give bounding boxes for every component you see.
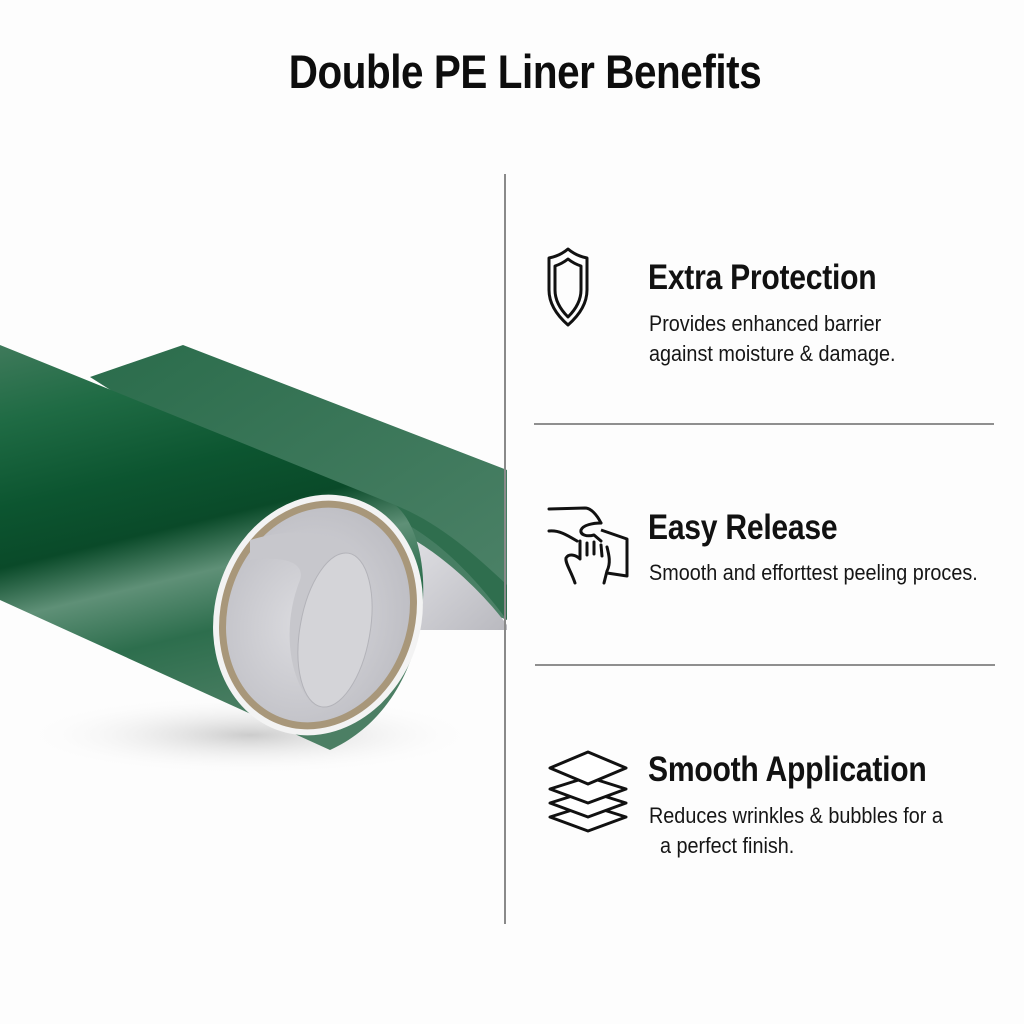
page-title: Double PE Liner Benefits xyxy=(288,45,762,98)
layers-icon xyxy=(548,750,628,833)
benefit-description: Provides enhanced barrier against moistu… xyxy=(649,311,896,366)
hand-peel-icon xyxy=(547,506,629,585)
benefit-heading: Easy Release xyxy=(648,508,838,547)
benefit-description: Reduces wrinkles & bubbles for a a perfe… xyxy=(649,803,943,858)
vinyl-roll-illustration xyxy=(0,345,507,775)
vertical-divider xyxy=(504,174,506,924)
benefit-heading: Extra Protection xyxy=(648,258,877,297)
horizontal-divider-2 xyxy=(535,664,995,666)
shield-icon xyxy=(547,247,589,327)
benefit-heading: Smooth Application xyxy=(648,750,927,789)
horizontal-divider-1 xyxy=(534,423,994,425)
benefit-description: Smooth and efforttest peeling proces. xyxy=(649,560,978,585)
